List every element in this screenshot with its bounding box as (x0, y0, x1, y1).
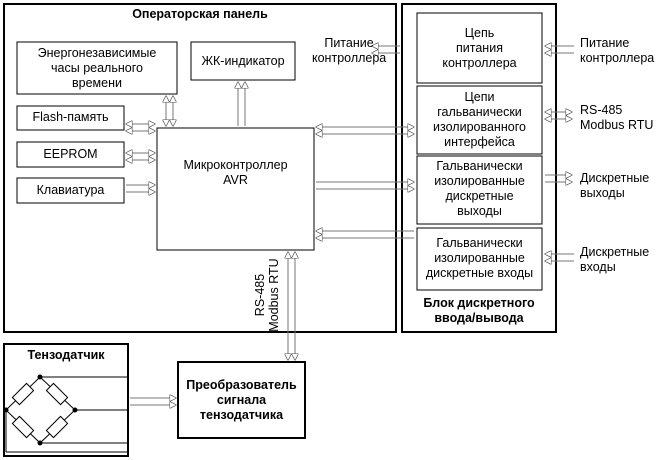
inputs-line-1: Гальванически (436, 236, 523, 250)
bus-label-line-2: Modbus RTU (267, 258, 281, 332)
flash-label: Flash-память (32, 110, 109, 124)
converter-box (177, 361, 306, 439)
left-power-line-1: Питание (324, 36, 374, 50)
interface-line-2: гальванически (437, 105, 522, 119)
interface-line-4: интерфейса (444, 135, 515, 149)
mcu-line-1: Микроконтроллер (183, 158, 288, 172)
right-rs485-line-1: RS-485 (580, 103, 623, 117)
power-circuit-box (416, 12, 543, 84)
mcu-box (156, 127, 315, 251)
right-power-line-2: контроллера (580, 51, 655, 65)
discrete-outputs-label: Гальванически изолированные дискретные в… (417, 159, 542, 219)
power-circuit-label: Цепь питания контроллера (417, 26, 542, 71)
flash-box (16, 105, 125, 131)
isolated-interface-box (416, 85, 543, 155)
io-block-title: Блок дискретного ввода/вывода (402, 296, 556, 326)
converter-line-1: Преобразователь (186, 378, 297, 392)
right-power-label: Питание контроллера (580, 36, 654, 66)
interface-line-3: изолированного (433, 120, 526, 134)
io-title-line-1: Блок дискретного (423, 296, 535, 310)
keyboard-label: Клавиатура (36, 183, 105, 197)
tenzo-sensor-frame (3, 343, 129, 457)
rtc-box (16, 41, 178, 95)
eeprom-box (16, 141, 125, 168)
bus-label-line-1: RS-485 (253, 273, 267, 317)
converter-line-2: сигнала (216, 393, 267, 407)
rtc-line-3: времени (72, 76, 122, 90)
rtc-line-1: Энергонезависимые (37, 46, 157, 60)
power-circuit-line-1: Цепь (464, 26, 495, 40)
right-rs485-line-2: Modbus RTU (580, 118, 654, 132)
converter-label: Преобразователь сигнала тензодатчика (178, 378, 305, 423)
left-power-label: Питание контроллера (312, 36, 386, 66)
rtc-line-2: часы реального (51, 61, 143, 75)
right-inputs-line-1: Дискретные (580, 245, 650, 259)
bus-rs485-label: RS-485 Modbus RTU (253, 252, 281, 338)
inputs-line-3: дискретные входы (425, 266, 534, 280)
right-inputs-line-2: входы (580, 260, 616, 274)
outputs-line-3: дискретные (445, 189, 514, 203)
right-outputs-line-1: Дискретные (580, 171, 650, 185)
discrete-inputs-box (416, 227, 543, 291)
right-inputs-label: Дискретные входы (580, 245, 649, 275)
keyboard-box (16, 177, 125, 204)
interface-line-1: Цепи (464, 90, 495, 104)
eeprom-label: EEPROM (43, 147, 98, 161)
left-power-line-2: контроллера (312, 51, 387, 65)
right-outputs-label: Дискретные выходы (580, 171, 649, 201)
mcu-line-2: AVR (223, 173, 248, 187)
isolated-interface-label: Цепи гальванически изолированного интерф… (417, 90, 542, 150)
operator-panel-title: Операторская панель (132, 7, 268, 21)
outputs-line-1: Гальванически (436, 159, 523, 173)
discrete-outputs-box (416, 155, 543, 225)
io-block-frame (401, 3, 557, 333)
io-title-line-2: ввода/вывода (434, 311, 524, 325)
outputs-line-2: изолированные (434, 174, 525, 188)
right-power-line-1: Питание (580, 36, 630, 50)
power-circuit-line-3: контроллера (442, 56, 517, 70)
discrete-inputs-label: Гальванически изолированные дискретные в… (417, 236, 542, 281)
operator-panel-frame (3, 3, 397, 333)
converter-line-3: тензодатчика (199, 408, 284, 422)
mcu-label: Микроконтроллер AVR (157, 158, 314, 188)
right-rs485-label: RS-485 Modbus RTU (580, 103, 653, 133)
power-circuit-line-2: питания (456, 41, 503, 55)
tenzo-sensor-title: Тензодатчик (27, 348, 105, 362)
lcd-label: ЖК-индикатор (201, 54, 285, 68)
inputs-line-2: изолированные (434, 251, 525, 265)
strain-gauge-bridge-icon (3, 374, 128, 453)
outputs-line-4: выходы (457, 204, 502, 218)
right-outputs-line-2: выходы (580, 186, 625, 200)
lcd-box (190, 41, 296, 81)
rtc-label: Энергонезависимые часы реального времени (17, 46, 177, 91)
